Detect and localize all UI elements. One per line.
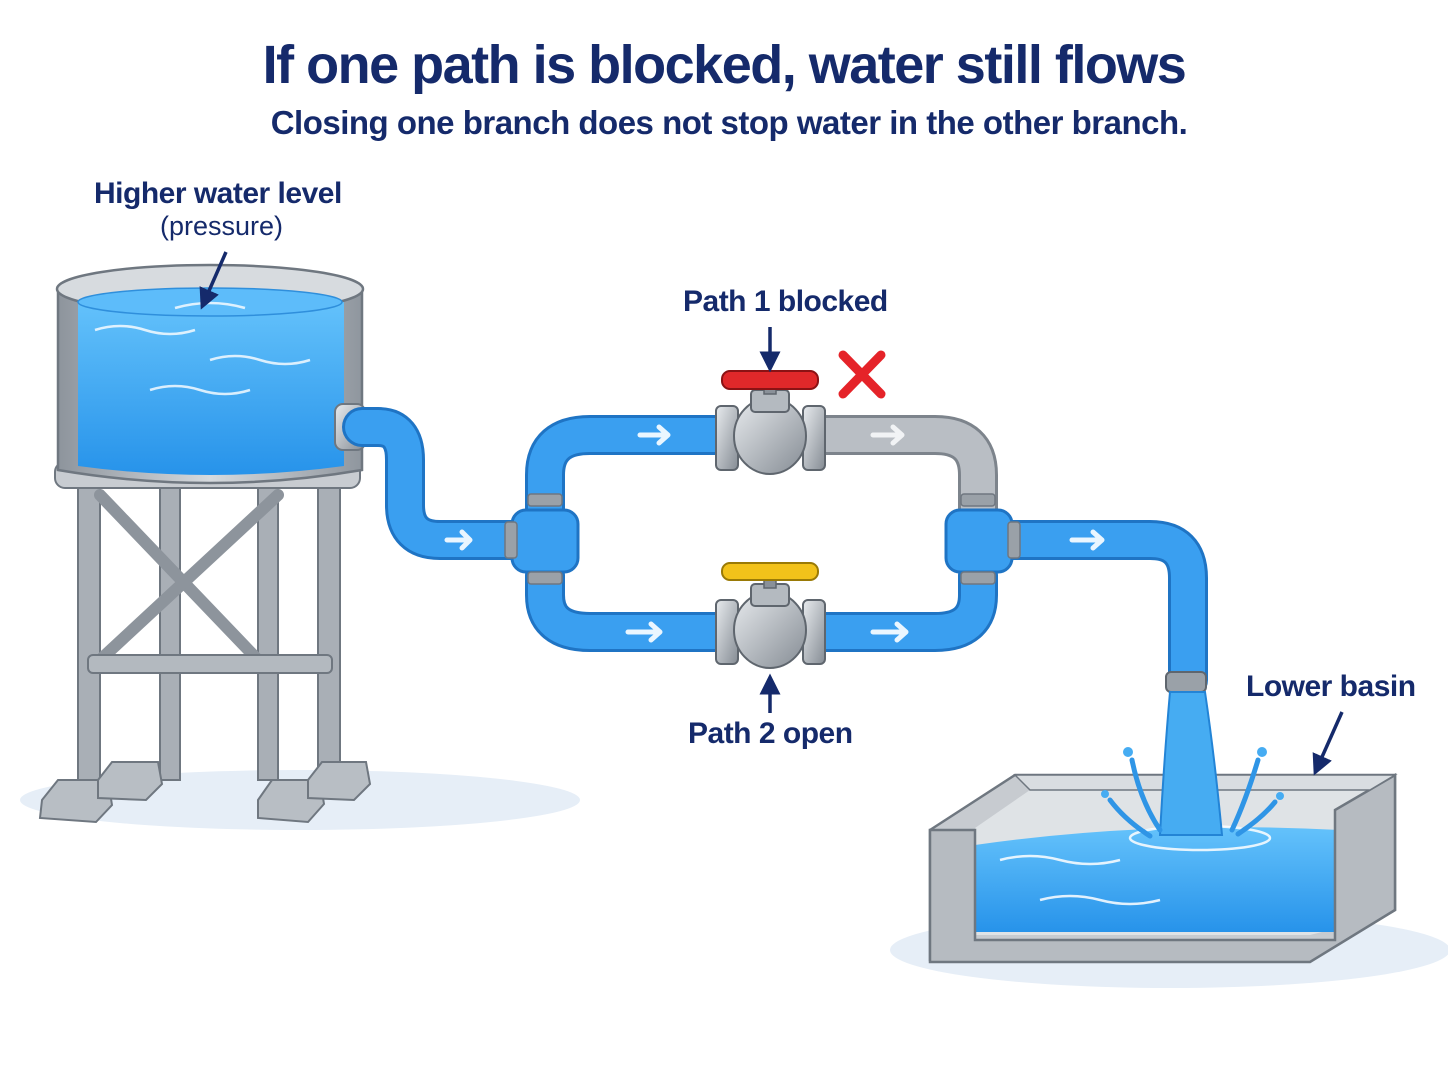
pointer-tank-arrow bbox=[199, 251, 228, 310]
tower-brace bbox=[94, 489, 284, 666]
tank-water bbox=[78, 300, 344, 475]
tower-foot bbox=[307, 761, 372, 802]
left-junction bbox=[504, 493, 580, 585]
path1-label: Path 1 blocked bbox=[683, 285, 888, 318]
water-ripple bbox=[999, 854, 1121, 866]
tank-sublabel: (pressure) bbox=[160, 211, 284, 241]
tower-leg bbox=[257, 479, 279, 781]
valve-path1-blocked bbox=[715, 370, 826, 475]
outlet-pipe-outline bbox=[970, 520, 1208, 700]
pipe-network bbox=[342, 407, 1208, 700]
tower-foot bbox=[97, 761, 164, 802]
label-pointers bbox=[199, 251, 1344, 776]
diagram-title: If one path is blocked, water still flow… bbox=[262, 35, 1187, 95]
water-ripple bbox=[149, 384, 251, 396]
valve-handle-yellow bbox=[721, 562, 819, 581]
water-splash bbox=[1107, 757, 1278, 839]
tower-brace bbox=[94, 489, 264, 666]
valve-handle-red bbox=[721, 370, 819, 390]
pointer-basin-arrow bbox=[1312, 711, 1344, 776]
arrow-right-icon bbox=[1069, 529, 1105, 551]
falling-water-stream bbox=[1158, 691, 1224, 836]
tower-leg bbox=[159, 479, 181, 781]
right-junction bbox=[944, 493, 1021, 585]
outlet-pipe bbox=[973, 523, 1205, 697]
basin-front-wall bbox=[928, 772, 1397, 964]
path2-pipe-in bbox=[528, 558, 742, 649]
x-mark-icon bbox=[838, 350, 886, 399]
path2-label: Path 2 open bbox=[688, 717, 853, 750]
tower-leg bbox=[317, 479, 341, 781]
arrow-right-icon bbox=[444, 529, 473, 551]
valve-path2-open bbox=[715, 562, 826, 669]
basin-label: Lower basin bbox=[1246, 670, 1416, 703]
arrow-right-icon bbox=[625, 621, 663, 643]
water-tower bbox=[38, 263, 372, 824]
arrow-right-icon bbox=[870, 424, 905, 446]
tower-foot bbox=[38, 779, 114, 824]
path2-pipe-out bbox=[798, 558, 995, 649]
arrow-right-icon bbox=[637, 424, 671, 446]
water-ripple bbox=[1039, 894, 1161, 906]
water-ripple bbox=[94, 324, 196, 336]
tank-label: Higher water level bbox=[94, 177, 342, 210]
arrow-right-icon bbox=[870, 621, 909, 643]
inlet-pipe bbox=[345, 410, 547, 557]
water-ripple bbox=[209, 354, 311, 366]
basin-water bbox=[975, 827, 1340, 932]
tower-leg bbox=[77, 479, 101, 781]
path1-pipe-in bbox=[528, 418, 742, 527]
outlet-nozzle bbox=[1165, 671, 1207, 693]
diagram-subtitle: Closing one branch does not stop water i… bbox=[270, 104, 1188, 141]
water-droplets bbox=[1101, 747, 1284, 800]
path1-pipe-out bbox=[798, 418, 995, 527]
tower-crossbar bbox=[87, 654, 333, 674]
lower-basin bbox=[928, 772, 1398, 964]
